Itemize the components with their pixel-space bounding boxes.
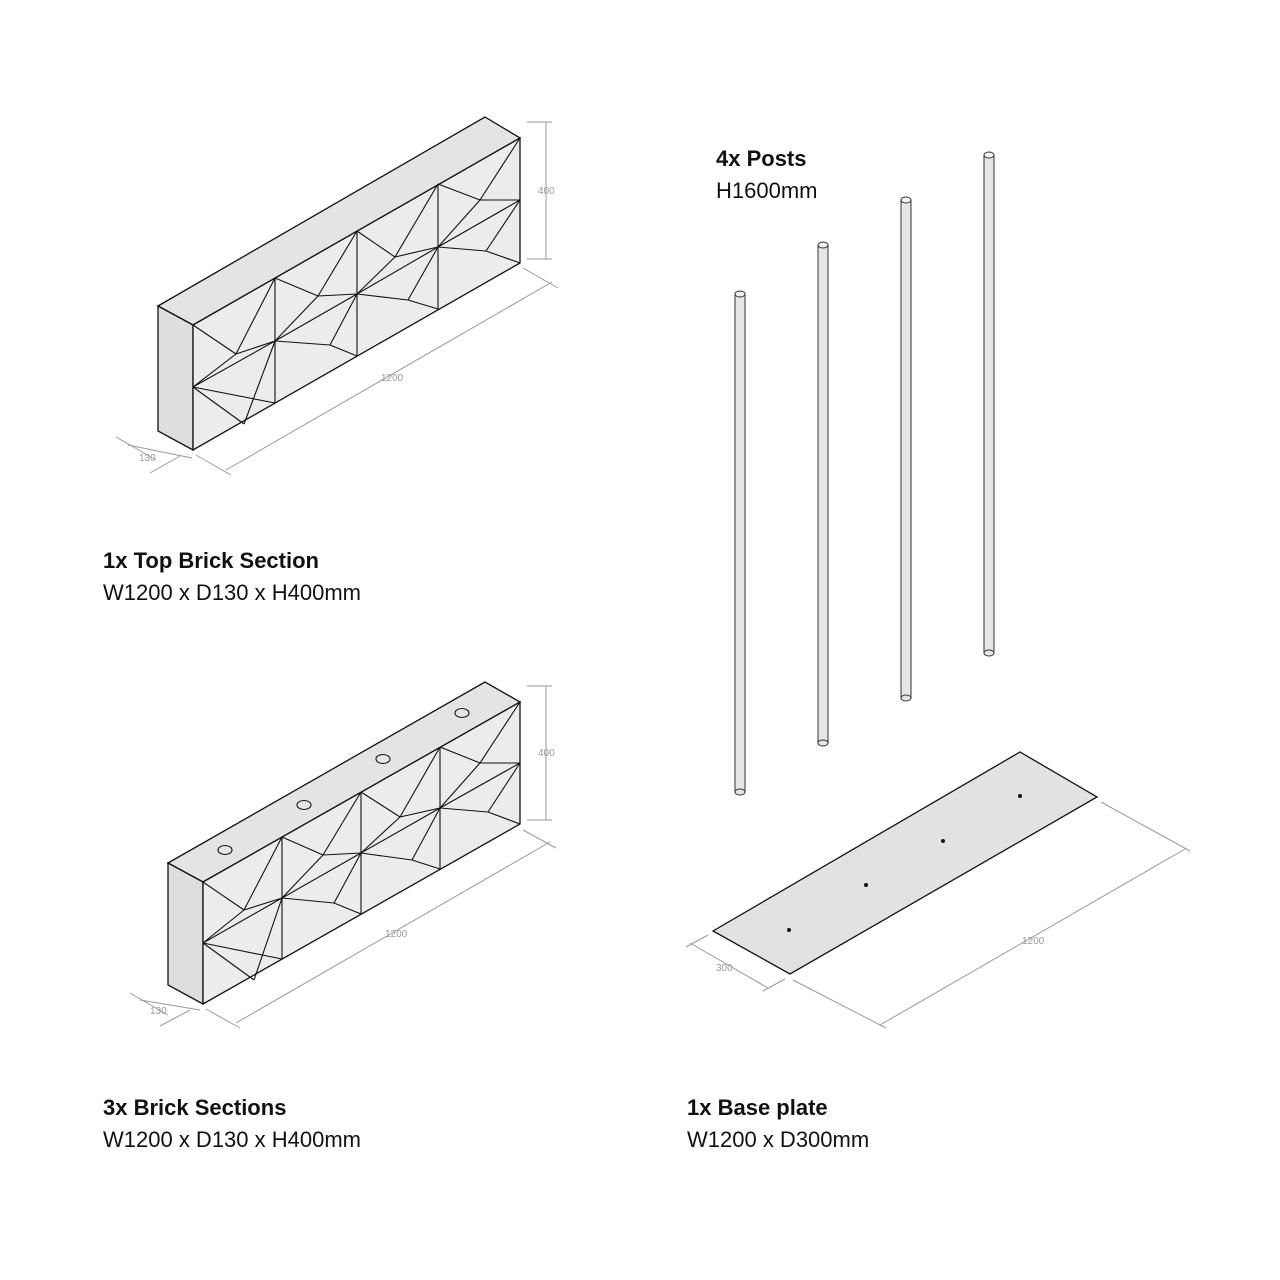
post-hole-icon: [296, 799, 312, 811]
post-4: [983, 151, 995, 657]
top-brick-title: 1x Top Brick Section: [103, 548, 319, 573]
bolt-hole-icon: [941, 839, 945, 843]
posts-spec: H1600mm: [716, 178, 818, 203]
base-plate-spec: W1200 x D300mm: [687, 1127, 870, 1152]
brick-section-drawing: 400 1200 130: [129, 681, 557, 1029]
top-brick-depth-label: 130: [139, 453, 156, 464]
post-3: [900, 196, 912, 702]
base-plate-drawing: 300 1200: [685, 751, 1191, 1029]
brick-sections-spec: W1200 x D130 x H400mm: [103, 1127, 361, 1152]
bolt-hole-icon: [864, 883, 868, 887]
base-plate-width-label: 1200: [1022, 936, 1045, 947]
post-hole-icon: [454, 707, 470, 719]
post-2: [817, 241, 829, 747]
base-plate-title: 1x Base plate: [687, 1095, 828, 1120]
post-hole-icon: [375, 753, 391, 765]
posts-drawing: [734, 151, 995, 796]
top-brick-drawing: 400 1200 130: [115, 116, 559, 476]
post-1: [734, 290, 746, 796]
base-plate-depth-label: 300: [716, 963, 733, 974]
brick-section-width-label: 1200: [385, 929, 408, 940]
bolt-hole-icon: [787, 928, 791, 932]
brick-section-depth-label: 130: [150, 1006, 167, 1017]
posts-title: 4x Posts: [716, 146, 807, 171]
top-brick-width-label: 1200: [381, 373, 404, 384]
base-plate-caption: 1x Base plate W1200 x D300mm: [687, 1093, 869, 1157]
brick-sections-caption: 3x Brick Sections W1200 x D130 x H400mm: [103, 1093, 361, 1157]
top-brick-spec: W1200 x D130 x H400mm: [103, 580, 361, 605]
bolt-hole-icon: [1018, 794, 1022, 798]
posts-caption: 4x Posts H1600mm: [716, 144, 817, 208]
brick-section-height-label: 400: [538, 748, 555, 759]
top-brick-height-label: 400: [538, 186, 555, 197]
post-hole-icon: [217, 844, 233, 856]
brick-sections-title: 3x Brick Sections: [103, 1095, 287, 1120]
top-brick-caption: 1x Top Brick Section W1200 x D130 x H400…: [103, 546, 361, 610]
